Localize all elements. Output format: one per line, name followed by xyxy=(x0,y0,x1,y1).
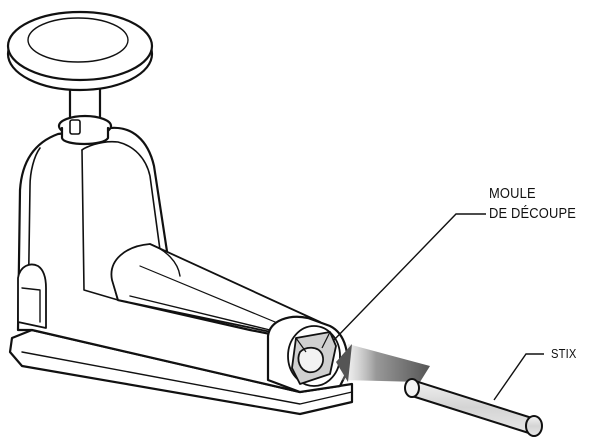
insertion-arrow xyxy=(340,344,430,382)
leader-lines xyxy=(333,213,544,401)
side-slot xyxy=(17,263,47,329)
cutting-mold xyxy=(291,331,337,385)
mold-label-line1: MOULE xyxy=(489,185,536,202)
mold-label-line2: DE DÉCOUPE xyxy=(489,205,577,222)
plunger-cap xyxy=(6,10,154,82)
stick xyxy=(404,378,543,437)
base-plate xyxy=(8,328,354,416)
stick-label: STIX xyxy=(551,346,577,361)
